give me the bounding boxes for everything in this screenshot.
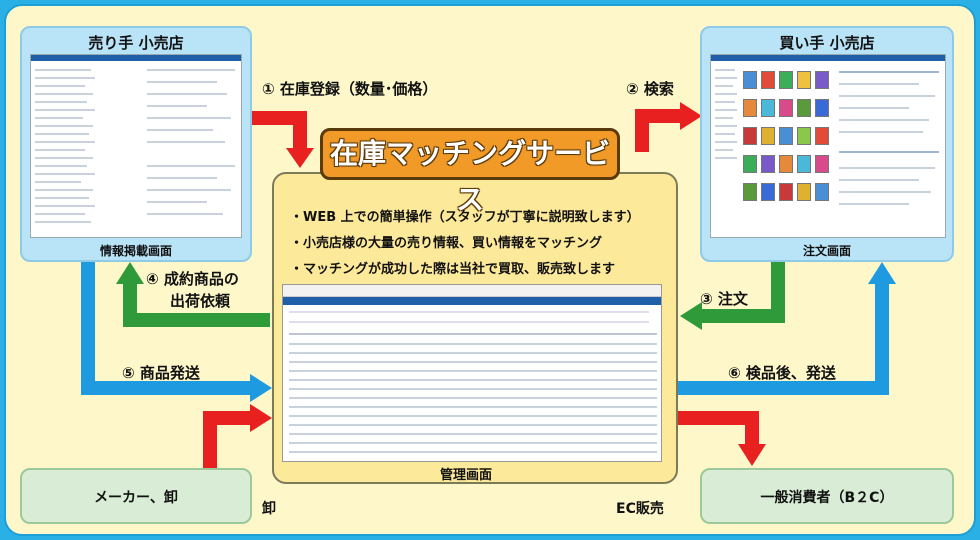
arrow-inspect-ship-head	[868, 262, 896, 284]
seller-screenshot	[30, 54, 242, 238]
step-1-label: ① 在庫登録（数量･価格）	[262, 80, 438, 98]
arrow-ec-sales-head	[738, 444, 766, 466]
consumer-label: 一般消費者（B２C）	[760, 490, 894, 506]
step-2-label: ② 検索	[626, 80, 674, 98]
arrow-shipping-request	[123, 282, 270, 327]
step-3-label: ③ 注文	[700, 290, 748, 308]
arrow-stock-registration	[252, 111, 307, 150]
arrow-order-head	[680, 302, 702, 330]
arrow-product-shipping-head	[250, 374, 272, 402]
step-4-label-line2: 出荷依頼	[170, 292, 231, 310]
consumer-box: 一般消費者（B２C）	[700, 468, 954, 524]
buyer-box: 買い手 小売店	[700, 26, 954, 262]
arrow-search	[635, 109, 682, 152]
seller-box: 売り手 小売店 情報掲載画面	[20, 26, 252, 262]
step-6-label: ⑥ 検品後、発送	[728, 364, 836, 382]
arrow-ec-sales	[678, 411, 759, 446]
ec-sales-label: EC販売	[616, 501, 664, 517]
arrow-stock-registration-head	[286, 148, 314, 168]
arrow-wholesale	[203, 411, 252, 468]
arrow-wholesale-head	[250, 404, 272, 432]
bullet-2: ・小売店様の大量の売り情報、買い情報をマッチング	[290, 236, 603, 251]
buyer-caption: 注文画面	[802, 244, 851, 258]
buyer-title: 買い手 小売店	[779, 34, 875, 52]
bullet-3: ・マッチングが成功した際は当社で買取、販売致します	[290, 262, 616, 277]
arrow-order	[700, 262, 785, 323]
step-4-label-line1: ④ 成約商品の	[146, 270, 239, 288]
seller-caption: 情報掲載画面	[99, 244, 172, 258]
wholesale-label: 卸	[262, 501, 276, 517]
step-5-label: ⑤ 商品発送	[122, 364, 200, 382]
maker-label: メーカー、卸	[94, 490, 178, 506]
maker-box: メーカー、卸	[20, 468, 252, 524]
arrow-search-head	[680, 102, 702, 130]
bullet-1: ・WEB 上での簡単操作（スタッフが丁寧に説明致します）	[290, 210, 640, 225]
seller-title: 売り手 小売店	[88, 34, 184, 52]
admin-caption: 管理画面	[440, 468, 493, 483]
admin-screenshot	[282, 284, 662, 462]
matching-service-title: 在庫マッチングサービス	[320, 128, 620, 216]
arrow-product-shipping	[81, 262, 252, 395]
arrow-inspect-ship	[678, 282, 889, 395]
buyer-screenshot	[710, 54, 946, 238]
arrow-shipping-request-head	[116, 262, 144, 284]
